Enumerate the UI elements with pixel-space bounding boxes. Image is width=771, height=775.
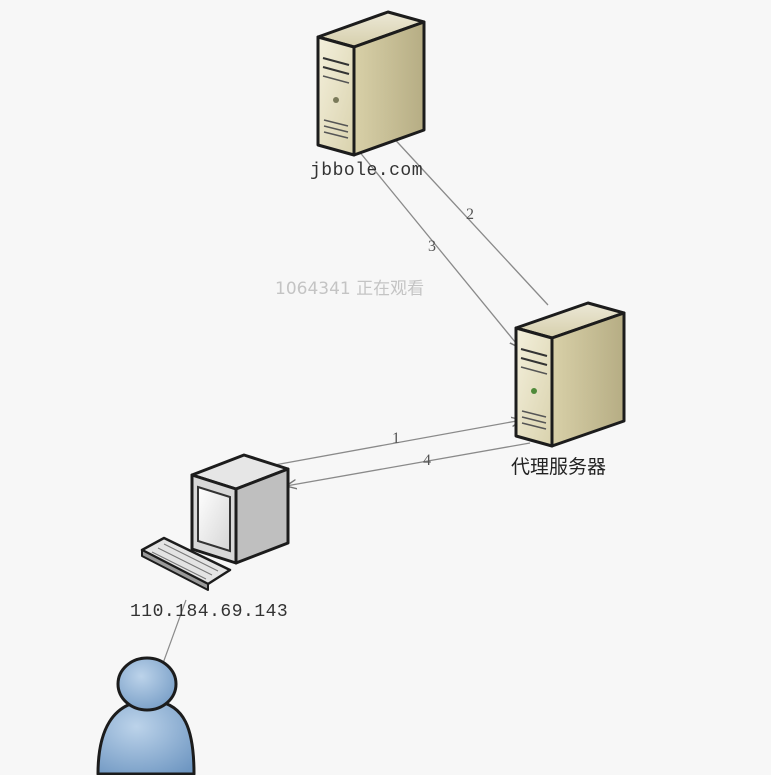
step-4-label: 4 bbox=[423, 452, 431, 469]
viewer-count-watermark: 1064341 正在观看 bbox=[275, 279, 425, 299]
step-3-arrow bbox=[357, 149, 520, 348]
client-ip-label: 110.184.69.143 bbox=[130, 602, 289, 622]
proxy-server-label: 代理服务器 bbox=[511, 456, 607, 478]
step-1-label: 1 bbox=[392, 430, 400, 447]
user-icon bbox=[96, 656, 196, 775]
step-2-arrow bbox=[388, 132, 549, 306]
web-server-label: jbbole.com bbox=[310, 161, 424, 181]
step-3-label: 3 bbox=[428, 238, 436, 255]
step-1-arrow bbox=[257, 420, 522, 469]
proxy-server-icon bbox=[514, 301, 626, 448]
step-2-label: 2 bbox=[466, 206, 474, 223]
step-4-arrow bbox=[286, 442, 531, 486]
web-server-icon bbox=[316, 10, 426, 157]
keyboard-icon bbox=[140, 536, 232, 591]
client-computer-icon bbox=[190, 453, 290, 565]
